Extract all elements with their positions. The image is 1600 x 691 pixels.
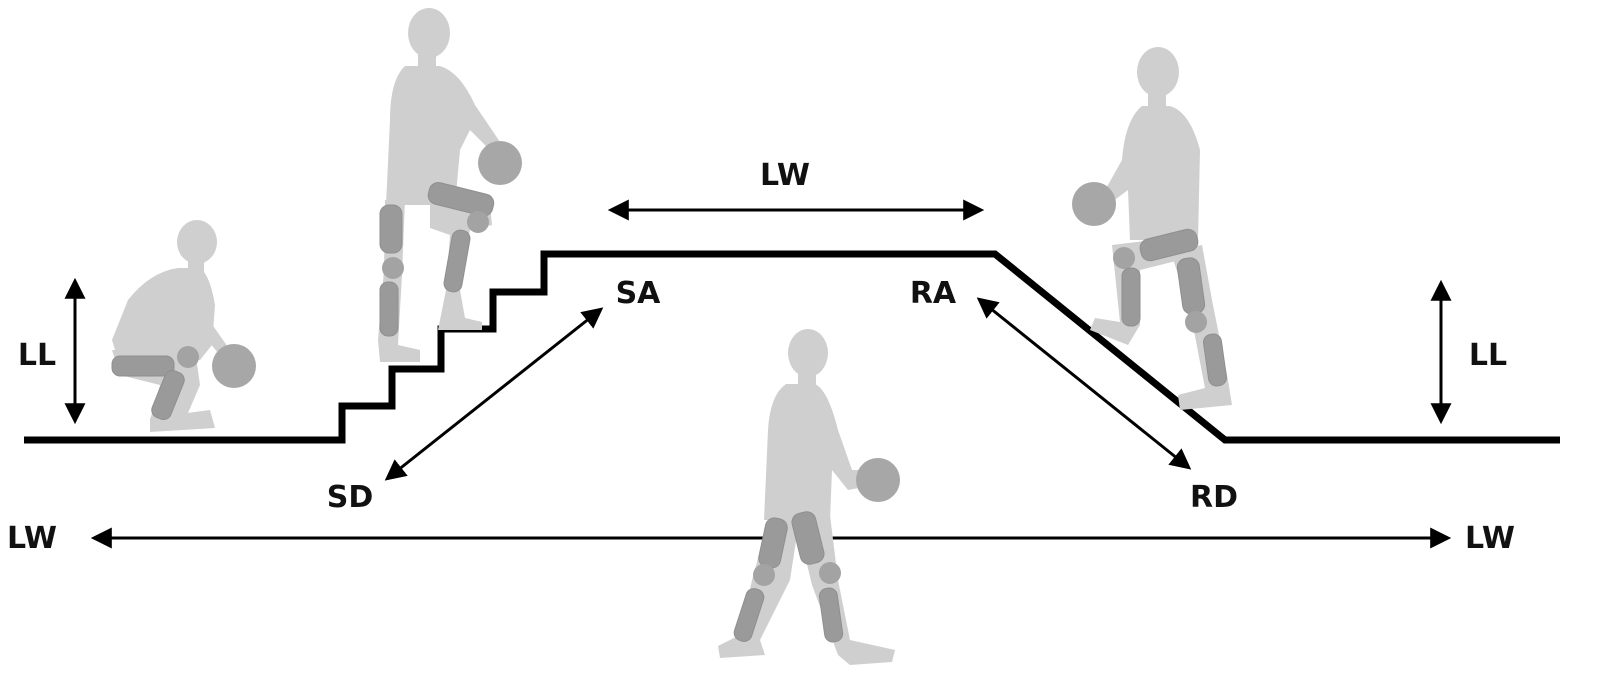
ra-label: RA <box>910 276 957 311</box>
sd-label: SD <box>327 480 374 515</box>
squatting-person-icon <box>111 220 256 432</box>
lw-top-label: LW <box>760 158 810 193</box>
ll-right-label: LL <box>1469 338 1507 373</box>
ramp-person-icon <box>1072 47 1232 410</box>
ra-rd-arrow <box>976 297 1192 470</box>
rd-label: RD <box>1190 480 1238 515</box>
sa-label: SA <box>616 276 662 311</box>
lw-left-label: LW <box>7 521 57 556</box>
sa-sd-arrow <box>384 307 604 481</box>
ll-left-label: LL <box>18 338 56 373</box>
lw-right-label: LW <box>1465 521 1515 556</box>
walking-person-icon <box>718 329 900 665</box>
stair-climbing-person-icon <box>378 8 522 362</box>
